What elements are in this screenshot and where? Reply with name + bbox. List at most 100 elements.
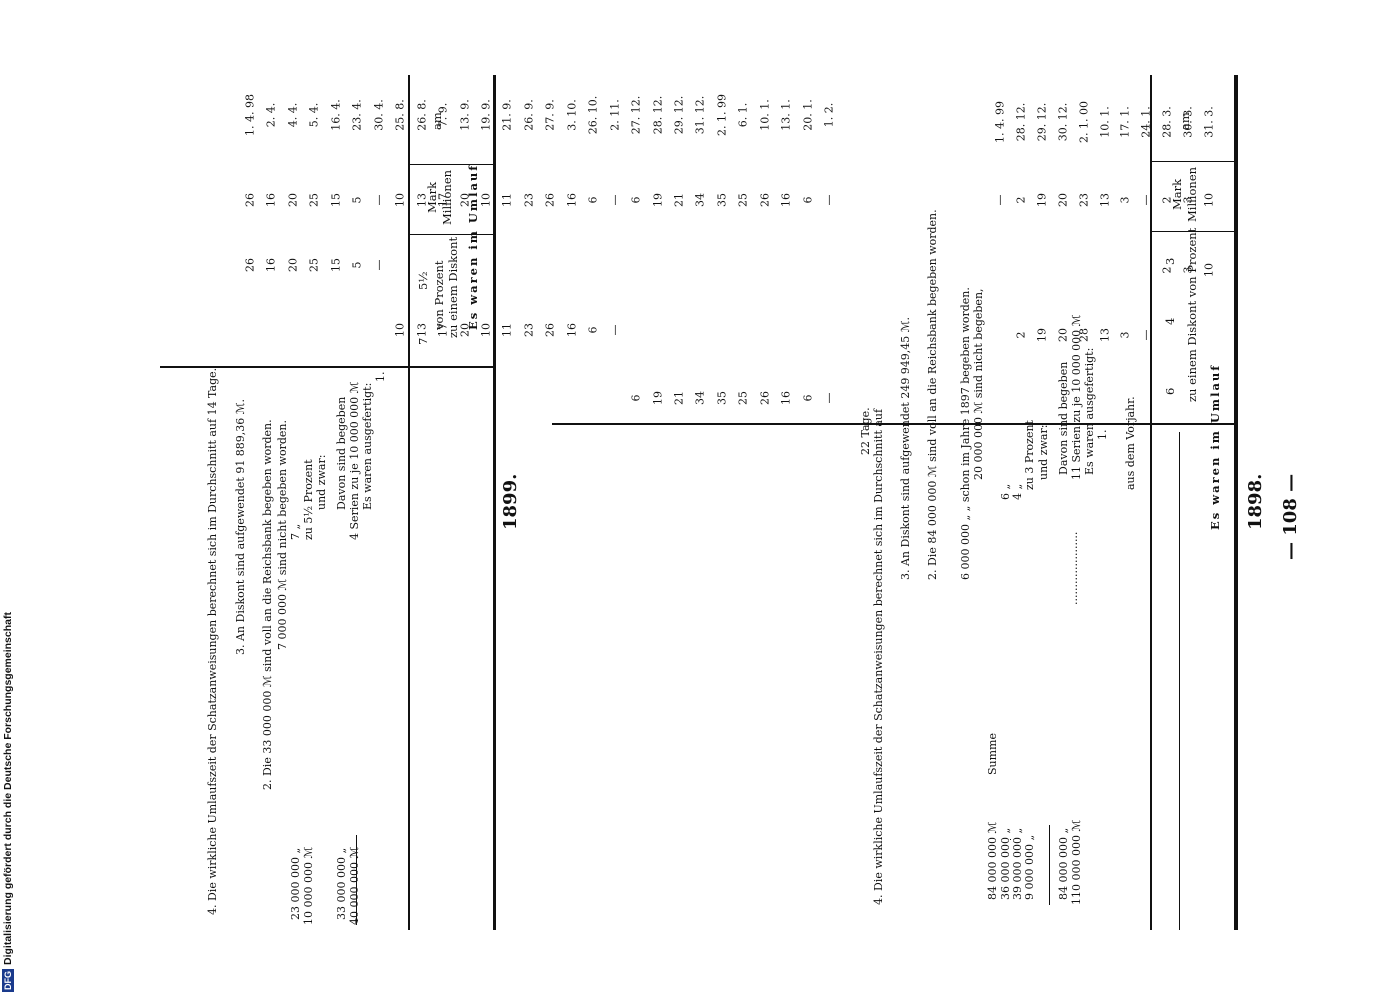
rule-mill-col-1899 [408, 164, 494, 165]
spacer [1010, 839, 1011, 840]
table-cell-date: 29. 12. [1035, 102, 1049, 142]
table-cell-p3: — [372, 259, 386, 271]
note-1898-3: 3. An Diskont sind aufgewendet 249 949,4… [899, 316, 912, 580]
table-cell-p4: 6 [586, 326, 600, 334]
table-cell-millionen: 15 [329, 193, 343, 207]
note-1899-1-l3: Davon sind begeben [335, 396, 348, 510]
note-1898-1-l5-val: 9 000 000 „ [1023, 834, 1036, 900]
table-cell-p6: 6 [801, 394, 815, 402]
table-cell-date: 16. 4. [329, 99, 343, 131]
table-cell-date: 23. 4. [350, 99, 364, 131]
table-cell-p55: 10 [1202, 263, 1216, 277]
rule-top-1899 [493, 75, 496, 930]
col-header-mark: Mark [1170, 178, 1184, 210]
table-cell-date: 29. 12. [672, 95, 686, 135]
table-cell-p7: 2 [1014, 331, 1028, 339]
note-1898-1-l8: 20 000 000 ℳ sind nicht begeben, [972, 288, 985, 480]
table-cell-millionen: 23 [1077, 193, 1091, 207]
table-cell-date: 24. 1. [1139, 106, 1153, 138]
table-title-1898: Es waren im Umlauf [1208, 363, 1222, 530]
table-cell-date: 2. 1. 00 [1077, 101, 1091, 143]
table-cell-millionen: — [822, 194, 836, 206]
table-cell-p55: 2 [1160, 266, 1174, 274]
table-cell-p3: 16 [264, 258, 278, 272]
table-cell-date: 30. 12. [1056, 102, 1070, 142]
note-1898-1-l3: Davon sind begeben [1057, 361, 1070, 475]
table-cell-millionen: 20 [1056, 193, 1070, 207]
table-cell-date: 3. 10. [565, 99, 579, 131]
table-cell-date: 2. 11. [608, 99, 622, 131]
table-cell-date: 28. 12. [651, 95, 665, 135]
note-1898-1-l3-val: 84 000 000 „ [1057, 827, 1070, 900]
rule-sum-1899 [356, 835, 357, 925]
footer-credit-text: Digitalisierung gefördert durch die Deut… [2, 612, 14, 965]
table-cell-millionen: 19 [1035, 193, 1049, 207]
table-cell-date: 28. 3. [1160, 106, 1174, 138]
table-cell-date: 6. 1. [736, 102, 750, 128]
year-1898-heading: 1898. [1245, 473, 1266, 530]
note-1898-1-l6-val: 39 000 000 „ [1011, 827, 1024, 900]
table-cell-p6: 21 [672, 391, 686, 405]
table-cell-millionen: 35 [715, 193, 729, 207]
table-cell-millionen: 2 [1014, 196, 1028, 204]
col-header-5-5: 5½ [416, 271, 430, 290]
table-cell-millionen: 10 [479, 193, 493, 207]
table-cell-millionen: 6 [801, 196, 815, 204]
table-cell-p6: 26 [758, 391, 772, 405]
table-cell-date: 26. 8. [415, 99, 429, 131]
footer-credit: DFGDigitalisierung gefördert durch die D… [2, 612, 14, 992]
page-number: — 108 — [1280, 473, 1301, 560]
table-cell-date: 26. 9. [522, 99, 536, 131]
table-cell-p4: — [608, 324, 622, 336]
note-1899-1-label: 1. [374, 371, 387, 383]
table-cell-millionen: 19 [651, 193, 665, 207]
note-1898-1-l2-val: 110 000 000 ℳ [1070, 819, 1083, 905]
table-cell-p55: 3 [1181, 266, 1195, 274]
note-1899-1-l5: zu 5½ Prozent [302, 459, 315, 540]
note-1898-4-l2: 22 Tage. [859, 407, 872, 455]
table-cell-p3: 25 [307, 258, 321, 272]
note-1899-1-l7: 7 000 000 ℳ sind nicht begeben worden. [276, 420, 289, 650]
note-1899-1-l6-val: 23 000 000 „ [289, 847, 302, 920]
table-cell-p6: 19 [651, 391, 665, 405]
col-header-diskont-l1-1899: zu einem Diskont [446, 236, 460, 338]
table-cell-p7: — [1139, 329, 1153, 341]
note-1898-1-label: 1. [1096, 429, 1109, 441]
table-cell-date: 27. 9. [543, 99, 557, 131]
table-cell-millionen: 26 [758, 193, 772, 207]
table-cell-date: 17. 1. [1118, 106, 1132, 138]
table-title-1899: Es waren im Umlauf [466, 163, 480, 330]
table-cell-p7: 13 [1098, 328, 1111, 342]
table-cell-p4: 13 [415, 323, 429, 337]
col-header-7: 7 [416, 337, 430, 345]
col-header-diskont-l2-1899: von Prozent [432, 260, 446, 330]
table-cell-millionen: — [993, 194, 1007, 206]
table-cell-millionen: 25 [736, 193, 750, 207]
table-cell-p3: 5 [350, 261, 364, 269]
col-header-am-1899: am [430, 112, 444, 130]
note-1899-1-l5-val: 10 000 000 ℳ [302, 846, 315, 925]
col-header-3: 3 [1163, 257, 1177, 265]
table-cell-p4: 26 [543, 323, 557, 337]
table-cell-date: 2. 4. [264, 102, 278, 128]
rule-sum-1898-a [1049, 825, 1050, 905]
table-cell-p6: 6 [629, 394, 643, 402]
table-cell-p4: 10 [393, 323, 407, 337]
table-cell-date: 19. 9. [479, 99, 493, 131]
table-cell-date: 30. 3. [1181, 106, 1195, 138]
table-cell-date: 5. 4. [307, 102, 321, 128]
table-cell-millionen: 6 [586, 196, 600, 204]
table-cell-millionen: — [1139, 194, 1153, 206]
table-cell-millionen: 34 [693, 193, 707, 207]
note-1899-3: 3. An Diskont sind aufgewendet 91 889,36… [234, 398, 247, 655]
table-cell-date: 26. 10. [586, 95, 600, 135]
note-1898-1-l6: 4 „ [1011, 483, 1024, 500]
table-cell-date: 21. 9. [500, 99, 514, 131]
table-cell-millionen: 26 [243, 193, 257, 207]
table-cell-millionen: 13 [1098, 193, 1111, 207]
col-header-mark-1899: Mark [425, 181, 439, 213]
rule-header-1899 [408, 75, 410, 930]
table-cell-p3: 20 [286, 258, 300, 272]
note-1899-1-l3-val: 33 000 000 „ [335, 847, 348, 920]
note-vorjahr: aus dem Vorjahr. [1124, 396, 1137, 490]
